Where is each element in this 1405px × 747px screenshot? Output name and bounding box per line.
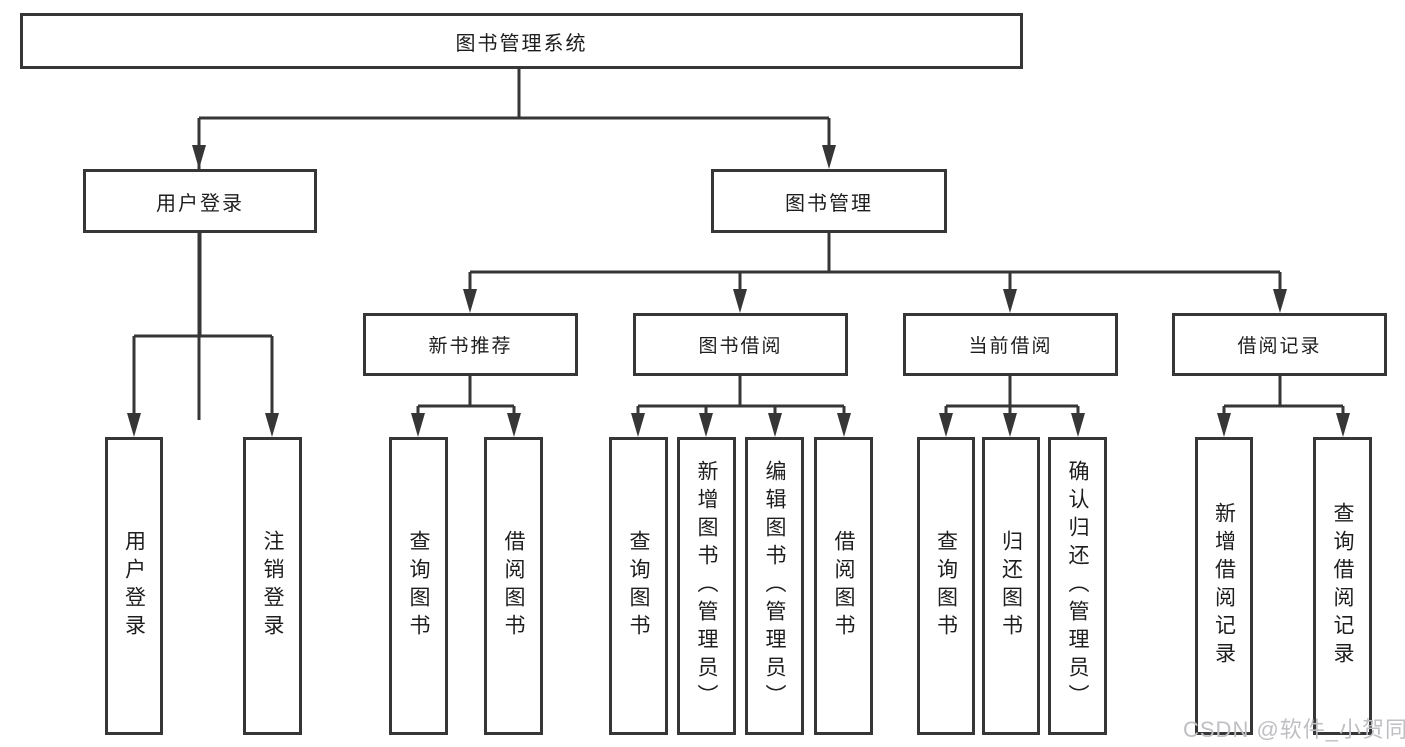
node-book-borrowing: 图书借阅 [633,313,848,376]
leaf-user-login: 用户登录 [105,437,163,735]
node-current-borrowing: 当前借阅 [903,313,1118,376]
leaf-user-login-label: 用户登录 [122,530,146,642]
node-current-borrowing-label: 当前借阅 [968,336,1053,357]
leaf-return-books-label: 归还图书 [999,530,1023,642]
leaf-add-books-admin-label: 新增图书（管理员） [695,460,719,712]
leaf-return-books: 归还图书 [982,437,1040,735]
leaf-borrow-query-books-label: 查询图书 [627,530,651,642]
connector-records-fork [1217,376,1350,437]
node-borrowing-records-label: 借阅记录 [1237,336,1322,357]
node-book-management: 图书管理 [711,169,947,233]
node-new-book-recommend: 新书推荐 [363,313,578,376]
leaf-borrow-books: 借阅图书 [814,437,873,735]
leaf-add-books-admin: 新增图书（管理员） [677,437,736,735]
leaf-logout: 注销登录 [243,437,302,735]
node-user-login: 用户登录 [83,169,317,233]
leaf-add-borrow-record: 新增借阅记录 [1195,437,1253,735]
connector-newbook-fork [411,376,521,437]
leaf-query-borrow-record-label: 查询借阅记录 [1331,502,1355,670]
leaf-newbook-query-books-label: 查询图书 [407,530,431,642]
node-user-login-label: 用户登录 [156,192,244,215]
leaf-confirm-return-admin: 确认归还（管理员） [1048,437,1107,735]
csdn-watermark: CSDN @软件_小贺同学 [1183,717,1405,742]
leaf-borrow-query-books: 查询图书 [609,437,668,735]
leaf-current-query-books: 查询图书 [917,437,975,735]
leaf-newbook-borrow-books: 借阅图书 [484,437,543,735]
node-new-book-recommend-label: 新书推荐 [428,336,513,357]
leaf-newbook-borrow-books-label: 借阅图书 [502,530,526,642]
leaf-newbook-query-books: 查询图书 [389,437,448,735]
node-root-label: 图书管理系统 [455,32,588,55]
node-book-management-label: 图书管理 [785,192,873,215]
leaf-current-query-books-label: 查询图书 [934,530,958,642]
connector-bookmgmt-to-level3 [463,233,1287,313]
leaf-add-borrow-record-label: 新增借阅记录 [1212,502,1236,670]
leaf-borrow-books-label: 借阅图书 [832,530,856,642]
leaf-query-borrow-record: 查询借阅记录 [1313,437,1372,735]
node-borrowing-records: 借阅记录 [1172,313,1387,376]
leaf-confirm-return-admin-label: 确认归还（管理员） [1066,460,1090,712]
leaf-edit-books-admin: 编辑图书（管理员） [745,437,804,735]
leaf-edit-books-admin-label: 编辑图书（管理员） [763,460,787,712]
connector-currentborrow-fork [939,376,1085,437]
connector-userlogin-to-leaves [127,233,279,437]
connector-bookborrow-fork [631,376,851,437]
node-root-system: 图书管理系统 [20,13,1023,69]
leaf-logout-label: 注销登录 [261,530,285,642]
node-book-borrowing-label: 图书借阅 [698,336,783,357]
